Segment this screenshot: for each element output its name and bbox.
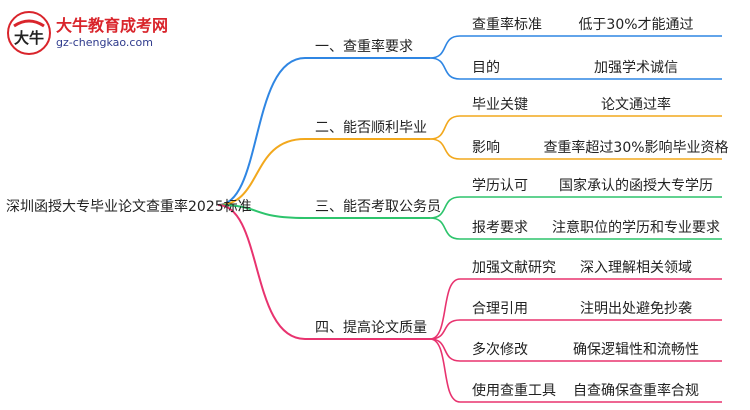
node-layer: 深圳函授大专毕业论文查重率2025标准 一、查重率要求 查重率标准 低于30%才能通过… [6, 16, 729, 399]
logo-mark-icon: 大牛 [7, 11, 51, 55]
child-2-1-label: 毕业关键 [472, 97, 528, 113]
edge-branch-4-child-4 [429, 338, 461, 403]
edge-root-branch-3 [217, 204, 306, 219]
child-4-1-value: 深入理解相关领域 [580, 260, 692, 276]
child-2-2-label: 影响 [472, 140, 500, 156]
child-4-4-value: 自查确保查重率合规 [573, 382, 699, 399]
child-2-1-value: 论文通过率 [601, 96, 671, 113]
child-3-2-label: 报考要求 [472, 220, 528, 236]
logo-url: gz-chengkao.com [56, 36, 153, 49]
child-4-3-value: 确保逻辑性和流畅性 [573, 342, 699, 358]
edge-branch-3-child-1 [429, 196, 461, 219]
child-3-2-value: 注意职位的学历和专业要求 [552, 219, 720, 236]
edge-branch-4-child-2 [429, 319, 461, 340]
edge-branch-3-child-2 [429, 217, 461, 240]
child-3-1-label: 学历认可 [472, 178, 528, 194]
child-4-4-label: 使用查重工具 [472, 382, 556, 399]
child-4-1-label: 加强文献研究 [472, 260, 556, 276]
child-1-1-value: 低于30%才能通过 [578, 17, 693, 33]
edge-root-branch-2 [217, 138, 306, 206]
child-1-1-label: 查重率标准 [472, 16, 542, 33]
edge-branch-1-child-1 [429, 35, 461, 59]
logo-title: 大牛教育成考网 [56, 16, 169, 35]
logo-mark-text: 大牛 [14, 29, 44, 47]
child-2-2-value: 查重率超过30%影响毕业资格 [543, 139, 728, 156]
edge-branch-2-child-1 [429, 115, 461, 140]
edge-branch-4-child-1 [429, 278, 461, 340]
edge-root-branch-1 [217, 57, 306, 206]
child-4-2-value: 注明出处避免抄袭 [580, 301, 692, 317]
child-4-2-label: 合理引用 [472, 301, 528, 317]
child-1-2-value: 加强学术诚信 [594, 60, 678, 76]
branch-4-label: 四、提高论文质量 [315, 319, 427, 336]
edge-branch-1-child-2 [429, 57, 461, 80]
branch-3-label: 三、能否考取公务员 [315, 199, 441, 215]
edge-layer [217, 35, 722, 403]
branch-1-label: 一、查重率要求 [315, 38, 413, 55]
root-node-label: 深圳函授大专毕业论文查重率2025标准 [6, 198, 252, 215]
child-3-1-value: 国家承认的函授大专学历 [559, 177, 713, 194]
site-logo[interactable]: 大牛 大牛教育成考网 gz-chengkao.com [6, 10, 226, 58]
child-4-3-label: 多次修改 [472, 341, 528, 358]
branch-2-label: 二、能否顺利毕业 [315, 120, 427, 136]
edge-branch-2-child-2 [429, 138, 461, 160]
edge-branch-4-child-3 [429, 338, 461, 362]
child-1-2-label: 目的 [472, 60, 500, 76]
edge-root-branch-4 [217, 204, 306, 340]
